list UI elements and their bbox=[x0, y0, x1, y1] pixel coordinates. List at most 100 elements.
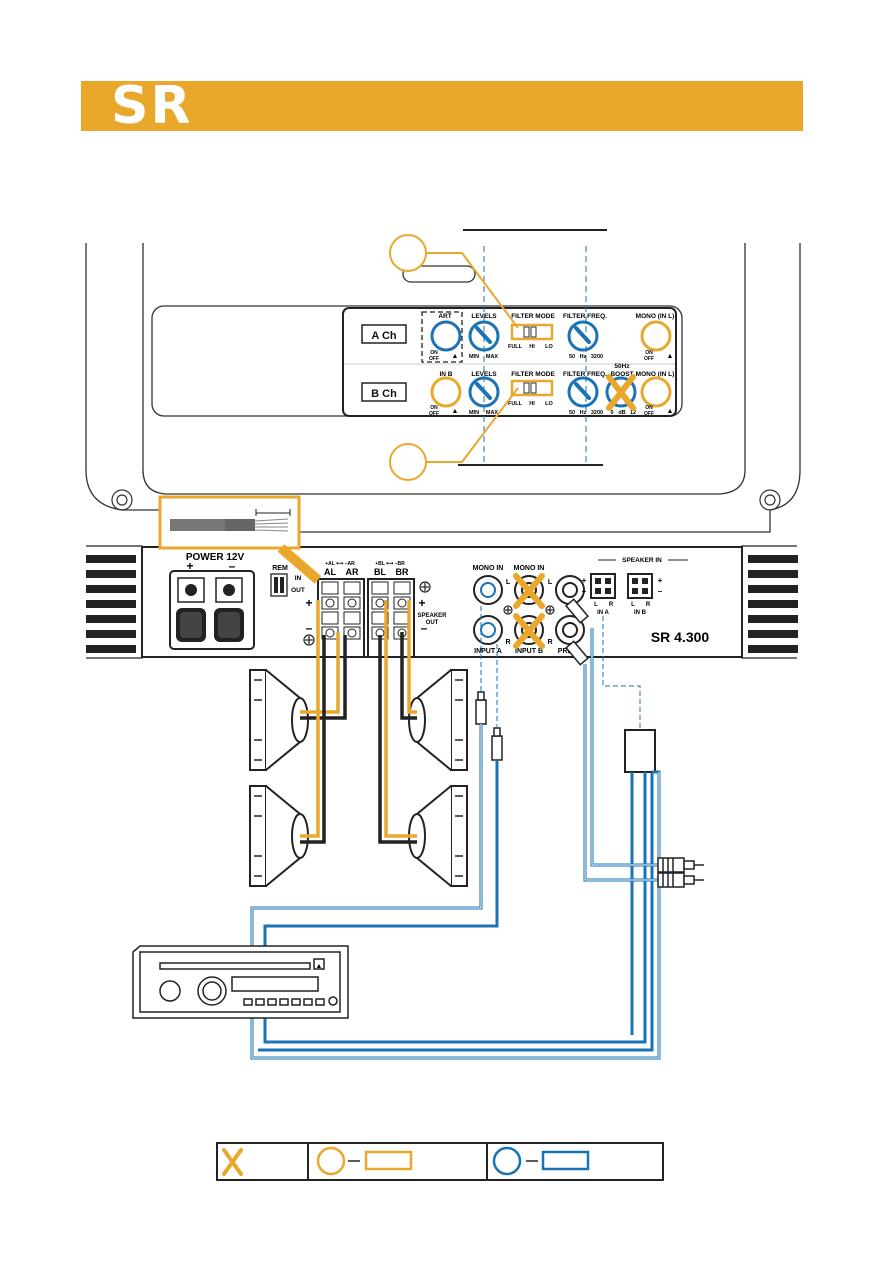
mono-a-knob[interactable] bbox=[640, 320, 672, 352]
filter-freq-a-label: FILTER FREQ. bbox=[563, 313, 607, 320]
filter-a-lo: LO bbox=[545, 344, 553, 350]
speaker-out-label-2: OUT bbox=[426, 620, 439, 626]
boost-hz-label: 50Hz bbox=[614, 363, 630, 370]
channel-a-label: A Ch bbox=[371, 330, 397, 342]
terminal-minus-left: – bbox=[306, 621, 313, 635]
freq-b-50: 50 bbox=[569, 410, 575, 416]
legend-x-icon bbox=[222, 1148, 243, 1176]
speaker-front-left bbox=[249, 669, 309, 771]
in-a-l: L bbox=[594, 602, 598, 608]
eject-icon: ▲ bbox=[316, 963, 323, 970]
freq-a-hz: Hz bbox=[580, 354, 587, 360]
ground-screw-right-icon bbox=[419, 581, 431, 593]
filter-a-full: FULL bbox=[508, 344, 523, 350]
rca-adapter-plug-1 bbox=[657, 857, 704, 873]
rem-switch[interactable] bbox=[270, 573, 288, 597]
speaker-rear-left bbox=[249, 785, 309, 887]
freq-a-50: 50 bbox=[569, 354, 575, 360]
speaker-wires bbox=[300, 600, 417, 844]
br-label: BR bbox=[396, 567, 409, 577]
mono-b-off: OFF bbox=[644, 411, 654, 417]
brand-logo: SR bbox=[111, 76, 193, 136]
in-b-minus: – bbox=[658, 587, 663, 596]
ground-screw-left-icon bbox=[303, 634, 315, 646]
callout-bottom bbox=[389, 387, 519, 481]
power-minus: – bbox=[229, 559, 236, 573]
head-unit-radio bbox=[132, 945, 349, 1019]
rca-input-a-l[interactable] bbox=[473, 575, 503, 605]
input-b-disabled-x-icon bbox=[513, 573, 545, 649]
in-b-push-icon: ▲ bbox=[452, 408, 459, 415]
input-b-l-label-2: L bbox=[548, 579, 553, 586]
filter-mode-b-label: FILTER MODE bbox=[511, 371, 555, 378]
heatsink-fins-left bbox=[86, 555, 136, 653]
mono-a-push-icon: ▲ bbox=[667, 353, 674, 360]
rem-in-label: IN bbox=[295, 575, 302, 582]
rca-input-b-l[interactable] bbox=[514, 575, 544, 605]
levels-a-min: MIN bbox=[469, 354, 479, 360]
mono-b-label: MONO (IN L) bbox=[636, 371, 675, 378]
levels-b-label: LEVELS bbox=[471, 371, 497, 378]
bl-label: BL bbox=[374, 567, 386, 577]
rem-out-label: OUT bbox=[291, 587, 305, 594]
levels-b-min: MIN bbox=[469, 410, 479, 416]
art-label: ART bbox=[438, 313, 451, 320]
power-terminal-block[interactable] bbox=[169, 570, 255, 650]
power-label: POWER 12V bbox=[186, 552, 245, 563]
filter-b-lo: LO bbox=[545, 401, 553, 407]
speaker-rear-right bbox=[408, 785, 468, 887]
terminal-plus-right: + bbox=[418, 596, 425, 610]
in-a-minus: – bbox=[582, 587, 587, 596]
art-off-label: OFF bbox=[429, 356, 439, 362]
rca-plug-input-l bbox=[475, 691, 487, 725]
boost-12: 12 bbox=[630, 410, 636, 416]
rca-input-b-r[interactable] bbox=[514, 615, 544, 645]
speaker-front-right bbox=[408, 669, 468, 771]
mono-a-off: OFF bbox=[644, 356, 654, 362]
mono-b-knob[interactable] bbox=[640, 376, 672, 408]
speaker-terminal-block-a[interactable] bbox=[317, 578, 365, 658]
boost-label: BOOST bbox=[610, 371, 633, 378]
rca-adapter-plug-2 bbox=[657, 872, 704, 888]
mono-in-label-b: MONO IN bbox=[514, 565, 545, 572]
harness-connector bbox=[624, 729, 656, 773]
mono-in-label-a: MONO IN bbox=[473, 565, 504, 572]
legend-blue-circle-icon bbox=[492, 1146, 522, 1176]
ground-screw-mid-icon bbox=[503, 605, 555, 615]
channel-b-label: B Ch bbox=[371, 388, 397, 400]
speaker-in-connector-a[interactable] bbox=[590, 573, 616, 599]
legend-orange-rect-icon bbox=[364, 1150, 413, 1171]
header-bar: SR bbox=[81, 76, 803, 136]
levels-b-max: MAX bbox=[486, 410, 499, 416]
art-box bbox=[421, 311, 463, 363]
in-b-conn-label: IN B bbox=[634, 610, 647, 616]
speaker-in-label: SPEAKER IN bbox=[622, 557, 662, 564]
mono-a-on: ON bbox=[645, 350, 653, 356]
mono-b-on: ON bbox=[645, 405, 653, 411]
speaker-in-connector-b[interactable] bbox=[627, 573, 653, 599]
bl-bridge-label: +BL ⟷ –BR bbox=[375, 561, 405, 567]
filter-a-hi: HI bbox=[529, 344, 535, 350]
freq-b-3200: 3200 bbox=[591, 410, 603, 416]
filter-freq-b-label: FILTER FREQ. bbox=[563, 371, 607, 378]
speaker-terminal-block-b[interactable] bbox=[367, 578, 415, 658]
legend bbox=[216, 1142, 664, 1181]
levels-a-max: MAX bbox=[486, 354, 499, 360]
input-b-l-label: L bbox=[506, 579, 511, 586]
in-b-knob[interactable] bbox=[430, 376, 462, 408]
in-a-label: IN A bbox=[597, 610, 609, 616]
legend-orange-circle-icon bbox=[316, 1146, 346, 1176]
terminal-plus-left: + bbox=[305, 596, 312, 610]
mono-a-label: MONO (IN L) bbox=[636, 313, 675, 320]
ab-bridge-label: +AL ⟷ –AR bbox=[325, 561, 355, 567]
mount-screw-right bbox=[759, 489, 781, 511]
in-b-off: OFF bbox=[429, 411, 439, 417]
art-knob[interactable] bbox=[430, 320, 462, 352]
boost-0: 0 bbox=[610, 410, 613, 416]
filter-b-full: FULL bbox=[508, 401, 523, 407]
filter-b-hi: HI bbox=[529, 401, 535, 407]
terminal-minus-right: – bbox=[421, 621, 428, 635]
input-b-r-label-2: R bbox=[547, 639, 552, 646]
pre-label: PRE bbox=[558, 648, 573, 655]
